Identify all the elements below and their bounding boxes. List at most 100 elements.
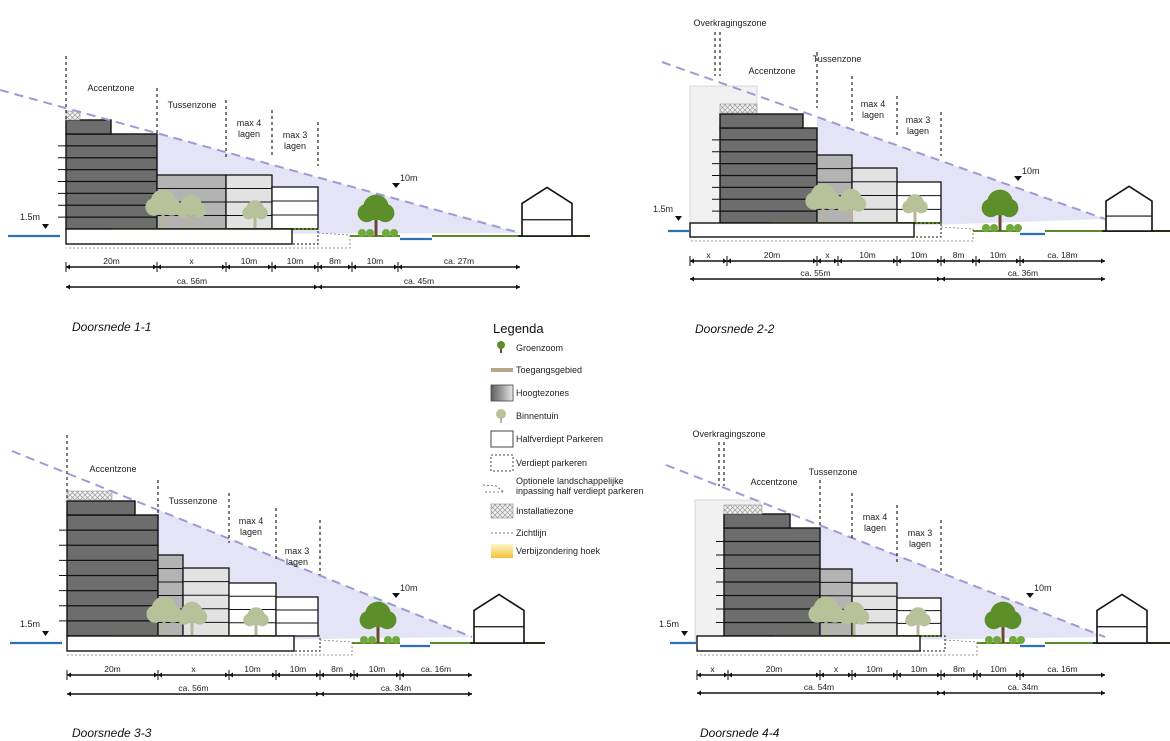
dim-total-arrow-r (1101, 276, 1105, 282)
level-10m-label: 10m (400, 173, 418, 183)
dim-top-label: 10m (911, 250, 928, 260)
dim-top-arrow-r (316, 672, 320, 678)
binnentuin-tree-crown-r (918, 613, 931, 627)
label-max3: max 3 (283, 130, 308, 140)
verdiept-parkeren (919, 635, 946, 652)
dim-total-arrow-r (314, 284, 318, 290)
dim-top-arrow-r (348, 264, 352, 270)
dim-top-arrow-r (153, 264, 157, 270)
dim-top-label: x (834, 664, 839, 674)
dim-top-arrow-l (941, 258, 945, 264)
dim-top-arrow-r (225, 672, 229, 678)
dim-top-label: 20m (764, 250, 781, 260)
dim-top-arrow-l (352, 264, 356, 270)
level-1-5m-label: 1.5m (659, 619, 679, 629)
dim-total-label: ca. 36m (1008, 268, 1038, 278)
binnentuin-tree-crown-l (146, 605, 164, 623)
halfverdiept-parkeren (65, 228, 293, 245)
level-1-5m-label: 1.5m (653, 204, 673, 214)
halfverdiept-parkeren (696, 635, 921, 652)
dim-top-arrow-l (838, 258, 842, 264)
groenzoom-tree-crown-l (359, 610, 378, 630)
groenzoom-bush (382, 229, 390, 237)
groenzoom-bush (360, 636, 368, 644)
dim-top-arrow-r (834, 258, 838, 264)
groenzoom-tree-crown-r (378, 610, 397, 630)
dim-top-arrow-l (66, 264, 70, 270)
dim-total-arrow-r (1101, 690, 1105, 696)
binnentuin-tree-crown-l (902, 200, 915, 214)
dim-top-label: 10m (287, 256, 304, 266)
legend-symbol-groenzoom (497, 341, 505, 353)
groenzoom-tree-crown-r (1000, 198, 1019, 218)
label-max3: max 3 (285, 546, 310, 556)
dim-top-arrow-l (941, 672, 945, 678)
level-1-5m-marker (681, 631, 688, 636)
installatiezone-hatch (66, 490, 113, 501)
legend-symbol-verbijzondering (491, 544, 513, 558)
optionele-inpassing (697, 639, 978, 656)
installatiezone-hatch (719, 103, 758, 114)
legend-symbol-verdiept (490, 454, 514, 472)
level-10m-label: 10m (400, 583, 418, 593)
label-accentzone: Accentzone (748, 66, 795, 76)
zichtlijn (11, 450, 473, 638)
halfverdiept-parkeren (66, 635, 295, 652)
verdiept-parkeren (291, 228, 319, 245)
dim-total-arrow-r (937, 690, 941, 696)
tower-top-step (66, 500, 136, 516)
label-max4-lagen: lagen (864, 523, 886, 533)
label-max4: max 4 (237, 118, 262, 128)
label-tussenzone: Tussenzone (169, 496, 218, 506)
legend-label-halfverdiept: Halfverdiept Parkeren (516, 434, 603, 444)
legend-symbol-binnentuin (496, 409, 506, 423)
groenzoom-tree-crown-l (357, 203, 376, 223)
legend-symbol-toegangsgebied (491, 368, 513, 372)
halfverdiept-icon (490, 430, 514, 448)
level-1-5m-marker (42, 224, 49, 229)
binnentuin-tree-crown-l (243, 613, 256, 627)
optioneel-icon (482, 484, 506, 493)
dim-top-arrow-l (897, 672, 901, 678)
label-accentzone: Accentzone (750, 477, 797, 487)
dim-top-label: 10m (859, 250, 876, 260)
groenzoom-bush (1006, 224, 1014, 232)
groenzoom-bush (993, 636, 1001, 644)
dim-top-label: 20m (104, 664, 121, 674)
dim-top-arrow-l (728, 672, 732, 678)
dim-top-arrow-l (1020, 258, 1024, 264)
label-max4: max 4 (863, 512, 888, 522)
binnentuin-tree-crown-r (192, 609, 208, 625)
groenzoom-bush (384, 636, 392, 644)
label-max3: max 3 (908, 528, 933, 538)
dim-total-arrow-r (516, 284, 520, 290)
groenzoom-bush (990, 224, 998, 232)
legend-label-toegangsgebied: Toegangsgebied (516, 365, 582, 375)
groenzoom-bush (358, 229, 366, 237)
installatiezone-hatch (723, 504, 763, 515)
label-accentzone: Accentzone (89, 464, 136, 474)
dim-total-arrow-l (697, 690, 701, 696)
binnentuin-tree-crown-l (242, 206, 256, 220)
label-overkragingszone: Overkragingszone (693, 18, 766, 28)
binnentuin-tree-trunk (821, 203, 825, 223)
binnentuin-icon-trunk (500, 417, 502, 423)
dim-top-label: x (710, 664, 715, 674)
groenzoom-icon (497, 341, 505, 349)
toegangsgebied-icon (491, 368, 513, 372)
section-caption: Doorsnede 2-2 (695, 322, 775, 336)
section-caption: Doorsnede 3-3 (72, 726, 152, 740)
dim-total-arrow-l (941, 690, 945, 696)
dim-total-arrow-l (66, 284, 70, 290)
level-1-5m-marker (675, 216, 682, 221)
dim-top-arrow-l (1020, 672, 1024, 678)
dim-top-arrow-r (222, 264, 226, 270)
dim-top-arrow-r (893, 258, 897, 264)
binnentuin-tree-crown-r (851, 196, 867, 212)
dim-total-label: ca. 56m (178, 683, 208, 693)
label-accentzone: Accentzone (87, 83, 134, 93)
binnentuin-tree-trunk (161, 209, 165, 229)
label-max4: max 4 (861, 99, 886, 109)
binnentuin-tree-crown-l (905, 613, 918, 627)
